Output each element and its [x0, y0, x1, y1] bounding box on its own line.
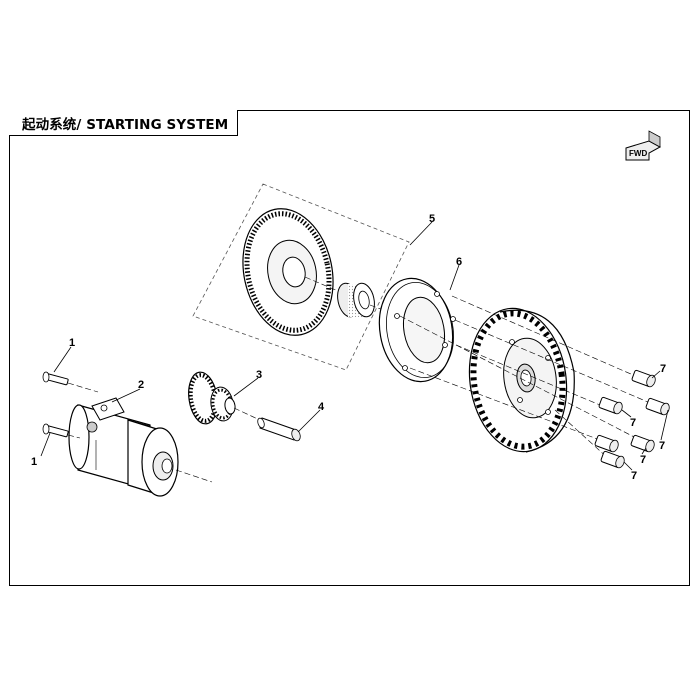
callout-idler-gear: 3 — [256, 369, 262, 381]
starter-motor — [68, 397, 179, 497]
bolt-alignment-lines — [399, 295, 656, 461]
callout-flange-bolt-1: 7 — [660, 363, 666, 375]
leader-lines — [40, 221, 669, 471]
page-title: 起动系统/ STARTING SYSTEM — [22, 117, 229, 133]
flange-bolt-3 — [645, 397, 670, 416]
flange-bolt-4 — [594, 434, 619, 453]
driven-gear — [242, 208, 334, 336]
callout-idler-shaft: 4 — [318, 401, 325, 413]
idler-gear — [188, 371, 236, 425]
needle-bearing — [337, 282, 375, 318]
callout-bolt-lower: 1 — [31, 456, 37, 468]
diagram-frame — [9, 110, 690, 586]
flywheel-rotor — [468, 307, 575, 453]
idler-shaft — [257, 417, 301, 442]
callout-flange-bolt-2: 7 — [630, 417, 636, 429]
callout-flange-bolt-5: 7 — [631, 470, 637, 482]
flange-bolt-1 — [631, 369, 656, 388]
flange-bolt-6 — [600, 450, 625, 469]
starter-bolt-lower — [42, 423, 69, 438]
title-box — [9, 110, 238, 136]
callout-driven-gear-assembly: 5 — [429, 213, 435, 225]
one-way-clutch — [378, 277, 456, 383]
callout-bolt-upper: 1 — [69, 337, 75, 349]
callout-one-way-clutch: 6 — [456, 256, 462, 268]
starter-bolt-upper — [42, 371, 69, 386]
callout-starter-motor: 2 — [138, 379, 144, 391]
callout-flange-bolt-4: 7 — [640, 454, 646, 466]
callout-flange-bolt-3: 7 — [659, 440, 665, 452]
driven-gear-assembly-box — [192, 183, 410, 371]
flange-bolt-2 — [598, 396, 623, 415]
fwd-label: FWD — [629, 149, 647, 158]
fwd-arrow-icon: FWD — [625, 130, 662, 161]
flange-bolt-5 — [630, 434, 655, 453]
